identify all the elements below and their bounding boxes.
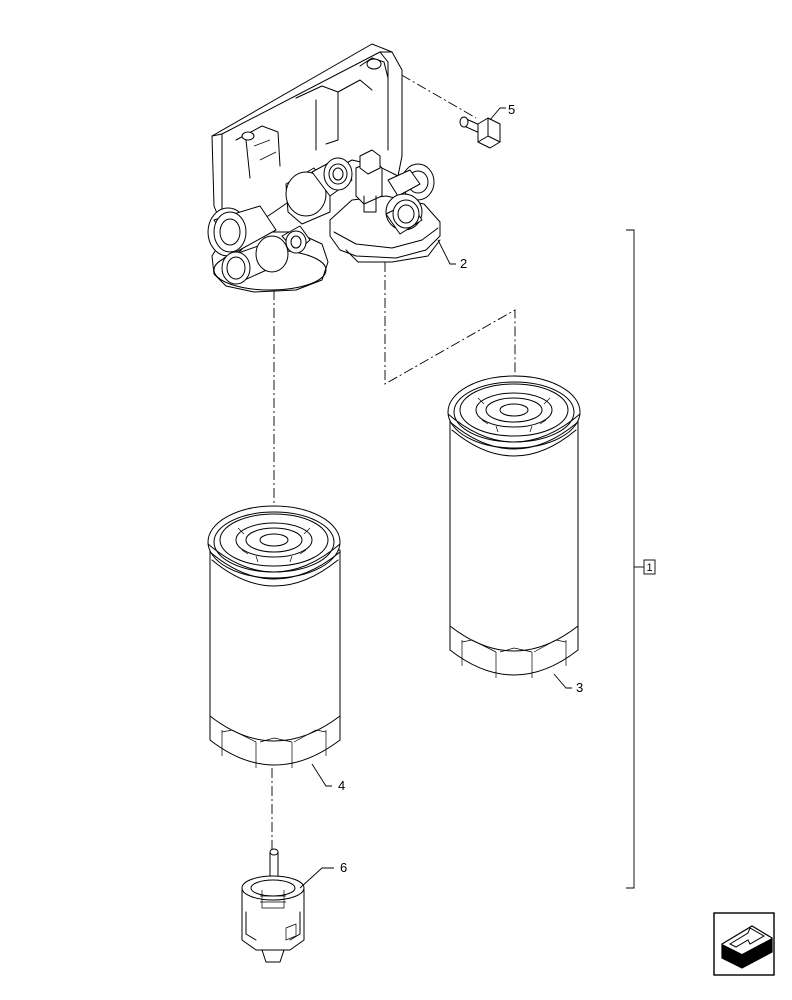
- mounting-bolt[interactable]: [459, 116, 501, 149]
- water-drain-sensor[interactable]: [241, 848, 305, 963]
- callout-4: 4: [338, 778, 345, 793]
- callout-3: 3: [576, 680, 583, 695]
- callout-6: 6: [340, 860, 347, 875]
- fuel-filter-cartridge-4[interactable]: [207, 505, 341, 768]
- callout-1: 1: [647, 562, 653, 574]
- callout-2: 2: [460, 256, 467, 271]
- callout-leaders: [299, 107, 572, 889]
- filter-head-housing[interactable]: [207, 43, 441, 293]
- assembly-bracket: [626, 229, 656, 889]
- arrow-navigation-icon[interactable]: [713, 912, 775, 976]
- callout-5: 5: [508, 102, 515, 117]
- fuel-filter-cartridge-3[interactable]: [447, 375, 581, 678]
- assembly-centerlines: [271, 65, 516, 852]
